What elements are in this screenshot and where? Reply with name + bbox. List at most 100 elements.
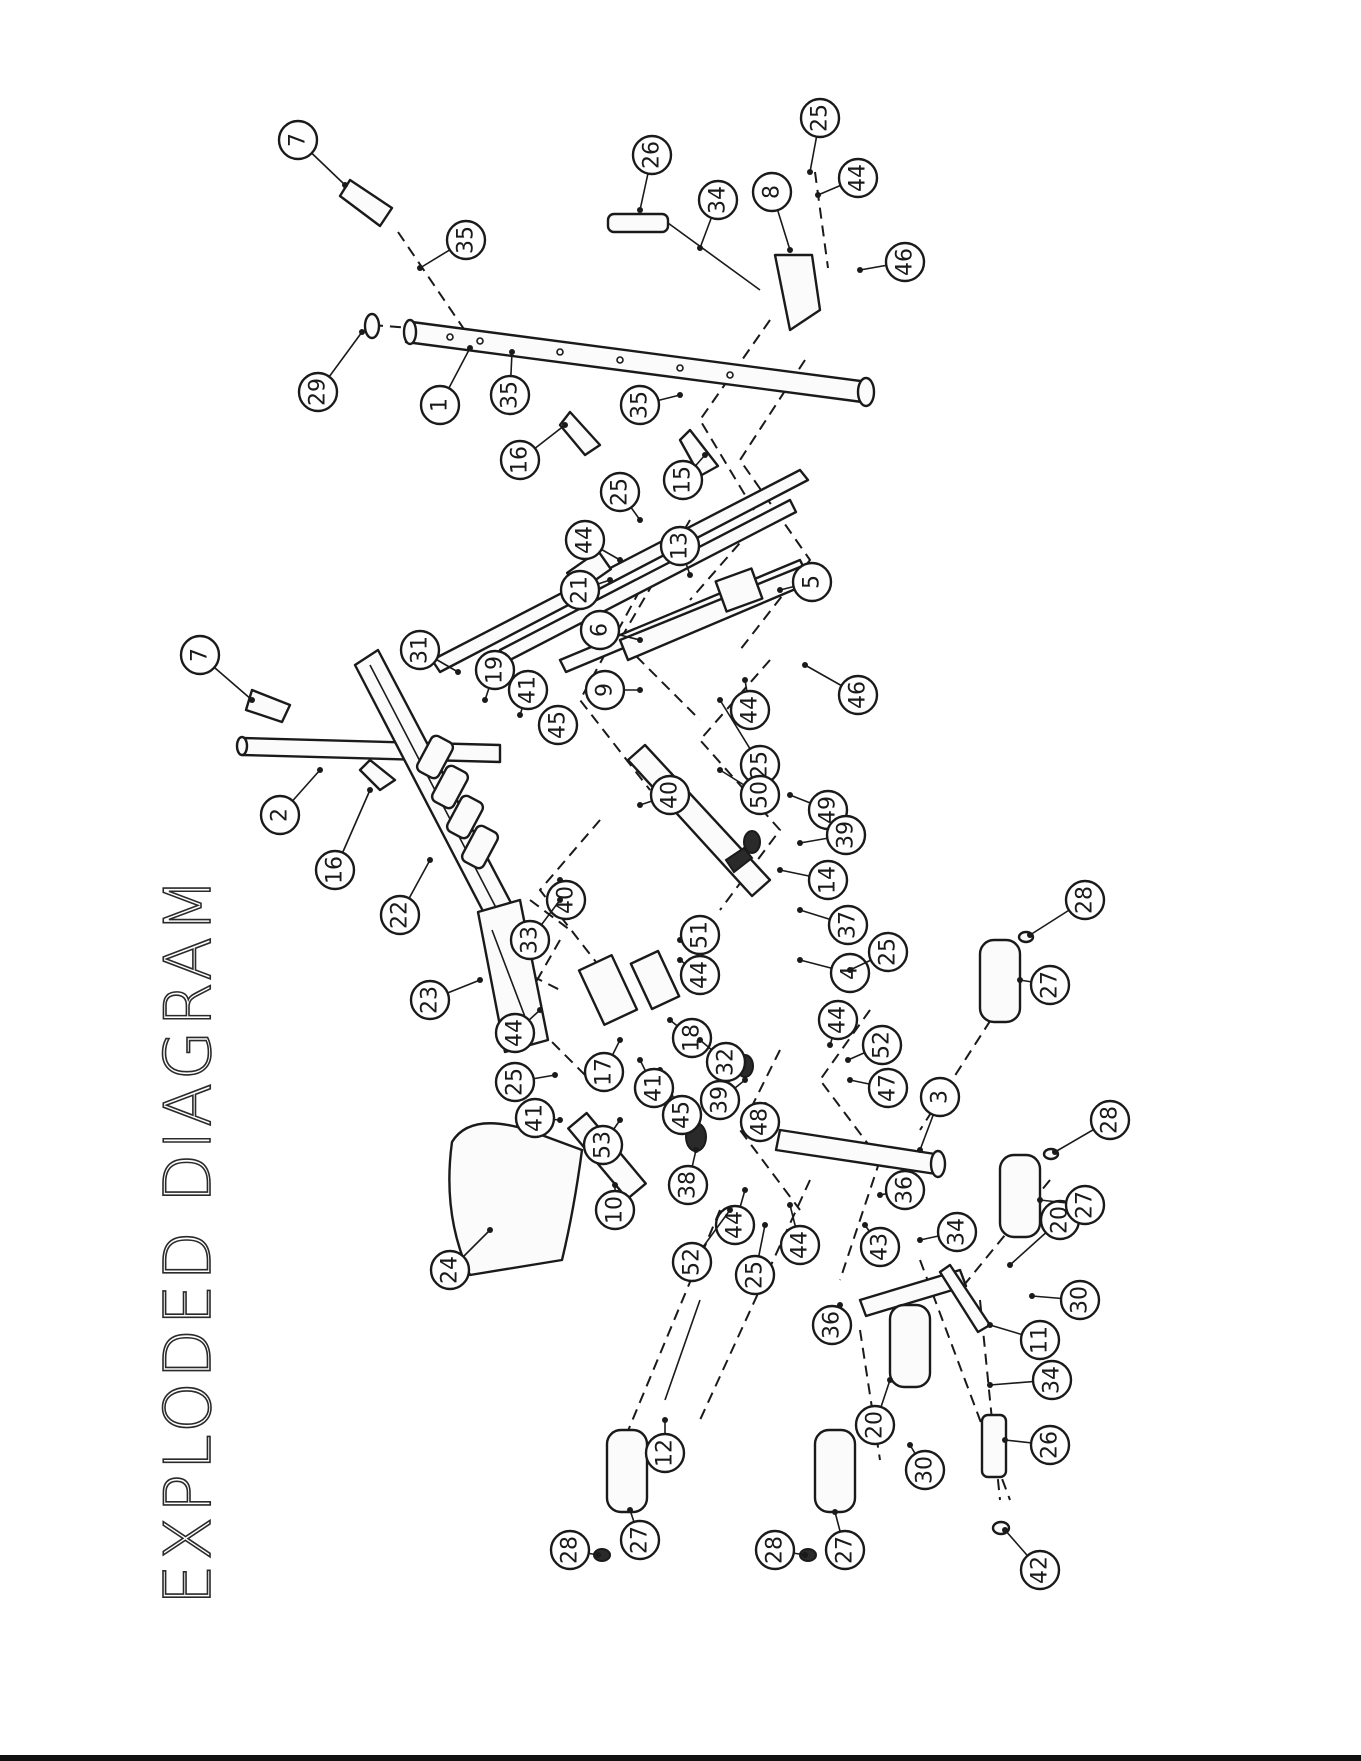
callout-anchor-dot <box>917 1147 923 1153</box>
callout-number: 7 <box>188 648 213 662</box>
callout-c-35b: 35 <box>491 349 529 414</box>
callout-number: 20 <box>863 1411 888 1439</box>
callout-c-26b: 26 <box>1002 1426 1069 1464</box>
callout-number: 5 <box>800 575 825 589</box>
callout-c-27c: 27 <box>621 1507 659 1559</box>
callout-anchor-dot <box>557 1117 563 1123</box>
callout-anchor-dot <box>477 977 483 983</box>
callout-number: 6 <box>588 623 613 637</box>
callout-number: 51 <box>688 921 713 949</box>
callout-anchor-dot <box>617 1117 623 1123</box>
callout-number: 27 <box>833 1536 858 1564</box>
callout-number: 13 <box>668 532 693 560</box>
callout-anchor-dot <box>797 957 803 963</box>
part-foam-roller-27d <box>815 1430 855 1512</box>
callout-c-51: 51 <box>677 916 719 954</box>
callout-c-42: 42 <box>1002 1527 1059 1589</box>
callout-anchor-dot <box>787 247 793 253</box>
callout-number: 28 <box>763 1536 788 1564</box>
callout-anchor-dot <box>862 1222 868 1228</box>
callout-number: 31 <box>408 636 433 664</box>
callout-c-47: 47 <box>847 1069 907 1107</box>
callout-anchor-dot <box>427 857 433 863</box>
callout-number: 37 <box>836 911 861 939</box>
callout-anchor-dot <box>687 572 693 578</box>
callout-c-29: 29 <box>299 329 365 411</box>
callout-anchor-dot <box>317 767 323 773</box>
callout-number: 41 <box>523 1104 548 1132</box>
callout-c-44d: 44 <box>677 956 719 994</box>
page-bottom-rule <box>0 1755 1361 1761</box>
callout-anchor-dot <box>1007 1262 1013 1268</box>
callout-anchor-dot <box>487 1227 493 1233</box>
callout-number: 35 <box>498 381 523 409</box>
callout-c-34a: 34 <box>697 181 737 251</box>
callout-c-34c: 34 <box>987 1361 1071 1399</box>
callout-anchor-dot <box>787 1202 793 1208</box>
callout-c-36a: 36 <box>877 1171 924 1209</box>
callout-c-23: 23 <box>411 977 483 1019</box>
callout-c-25a: 25 <box>801 99 839 175</box>
callout-c-17: 17 <box>585 1037 623 1091</box>
callout-anchor-dot <box>697 1037 703 1043</box>
callout-number: 27 <box>1073 1191 1098 1219</box>
callout-anchor-dot <box>877 1192 883 1198</box>
callout-c-26a: 26 <box>633 136 671 213</box>
callout-c-48: 48 <box>741 1102 779 1141</box>
callout-number: 29 <box>306 378 331 406</box>
callout-anchor-dot <box>693 1147 699 1153</box>
callout-number: 15 <box>671 466 696 494</box>
callout-anchor-dot <box>802 1552 808 1558</box>
callout-c-9: 9 <box>586 671 643 709</box>
callout-c-32: 32 <box>697 1037 745 1081</box>
callout-anchor-dot <box>742 677 748 683</box>
diagram-title: EXPLODED DIAGRAM <box>152 874 226 1605</box>
callout-c-25b: 25 <box>601 473 643 523</box>
callout-number: 41 <box>516 676 541 704</box>
callout-c-18: 18 <box>667 1017 711 1057</box>
callout-anchor-dot <box>607 577 613 583</box>
callout-anchor-dot <box>637 1057 643 1063</box>
callout-c-30b: 30 <box>906 1442 944 1489</box>
part-backpad-24 <box>449 1123 582 1275</box>
part-knob-16-top <box>560 412 600 455</box>
callout-c-16a: 16 <box>501 422 568 479</box>
part-roller-tube-26-bottom <box>982 1415 1006 1477</box>
callout-number: 25 <box>748 751 773 779</box>
callout-number: 12 <box>653 1439 678 1467</box>
callout-c-35c: 35 <box>621 386 683 424</box>
callout-number: 47 <box>876 1074 901 1102</box>
part-roller-tube-26-top <box>608 214 668 232</box>
callout-number: 25 <box>743 1261 768 1289</box>
callout-number: 52 <box>680 1248 705 1276</box>
callout-number: 1 <box>428 398 453 412</box>
callout-number: 26 <box>640 141 665 169</box>
callout-anchor-dot <box>807 169 813 175</box>
callout-number: 44 <box>738 696 763 724</box>
callout-anchor-dot <box>662 1417 668 1423</box>
callout-number: 11 <box>1028 1326 1053 1354</box>
callout-c-44h: 44 <box>781 1202 819 1264</box>
callout-number: 28 <box>558 1536 583 1564</box>
callout-anchor-dot <box>627 1507 633 1513</box>
callout-anchor-dot <box>342 182 348 188</box>
callout-anchor-dot <box>717 697 723 703</box>
callout-c-20b: 20 <box>856 1377 894 1444</box>
callout-anchor-dot <box>517 712 523 718</box>
callout-c-36b: 36 <box>813 1302 851 1344</box>
part-bracket-8 <box>775 255 820 330</box>
callout-anchor-dot <box>717 767 723 773</box>
callout-number: 23 <box>418 986 443 1014</box>
callout-c-2: 2 <box>261 767 323 834</box>
callout-c-27d: 27 <box>826 1509 864 1569</box>
part-bracket-17 <box>579 955 637 1025</box>
callout-anchor-dot <box>359 329 365 335</box>
part-knob-16-left <box>360 760 395 790</box>
callout-anchor-dot <box>612 1182 618 1188</box>
callout-c-52b: 52 <box>673 1207 733 1281</box>
callout-anchor-dot <box>697 245 703 251</box>
callout-anchor-dot <box>797 840 803 846</box>
part-handle-7-left <box>246 690 290 722</box>
callout-c-28b: 28 <box>1052 1101 1129 1155</box>
